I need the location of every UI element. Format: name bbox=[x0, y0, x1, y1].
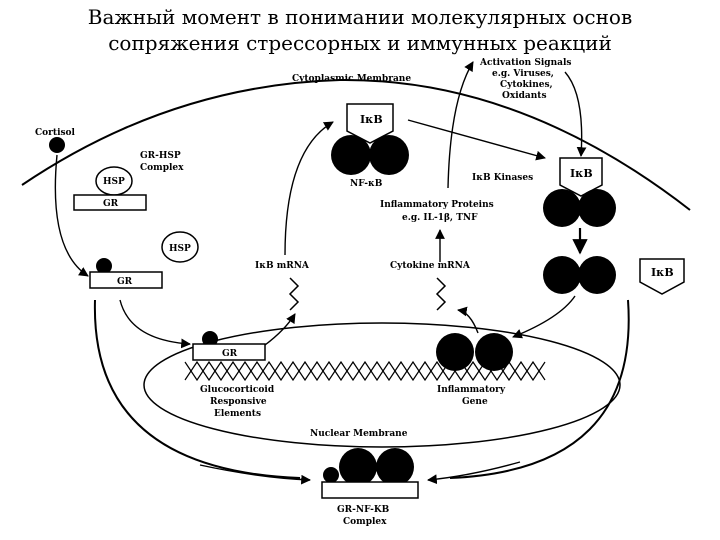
gr-nfkb-complex-line-2: Complex bbox=[343, 517, 387, 527]
arrow-cytokine-to-signals bbox=[447, 61, 474, 189]
arrow-gene-to-cytokine-mrna bbox=[457, 306, 479, 334]
complex-gr-box bbox=[321, 481, 419, 499]
inflammatory-gene-line-1: Inflammatory bbox=[437, 385, 506, 395]
hsp-free bbox=[161, 231, 199, 263]
ikb-right-label: IκB bbox=[570, 167, 593, 180]
activation-signals-line-4: Oxidants bbox=[502, 91, 547, 101]
arrow-ikb-to-kinases bbox=[407, 119, 546, 161]
gr-activated-box bbox=[89, 271, 163, 289]
nfkb-top-subunit-1 bbox=[331, 135, 371, 175]
gr-bound-label: GR bbox=[103, 199, 119, 209]
arrow-cell-right-to-complex bbox=[427, 461, 521, 485]
ikb-top-label: IκB bbox=[360, 113, 383, 126]
arrow-cortisol-to-gr bbox=[54, 154, 89, 277]
pathway-arrows bbox=[54, 61, 588, 485]
ikb-mrna-squiggle bbox=[288, 277, 300, 311]
inflammatory-proteins-line-1: Inflammatory Proteins bbox=[380, 200, 494, 210]
inflammatory-proteins-line-2: e.g. IL-1β, TNF bbox=[402, 213, 478, 223]
ikb-released-label: IκB bbox=[651, 266, 674, 279]
dna-strand-1 bbox=[184, 360, 546, 382]
ikb-mrna-label: IκB mRNA bbox=[255, 261, 310, 271]
gre-line-3: Elements bbox=[214, 409, 261, 419]
gre-label: Glucocorticoid Responsive Elements bbox=[200, 385, 275, 419]
arrow-signals-to-kinases bbox=[564, 71, 587, 157]
gr-nuclear-label: GR bbox=[222, 349, 238, 359]
complex-nfkb-subunit-1 bbox=[339, 448, 377, 486]
gre-line-1: Glucocorticoid bbox=[200, 385, 275, 395]
arrow-cell-to-complex bbox=[199, 464, 311, 485]
cytoplasmic-membrane-label: Cytoplasmic Membrane bbox=[292, 74, 411, 84]
ikb-released-shape bbox=[639, 258, 685, 295]
nfkb-gene-subunit-1 bbox=[436, 333, 474, 371]
gr-hsp-line-1: GR-HSP bbox=[140, 151, 181, 161]
gr-bound-box bbox=[73, 194, 147, 211]
cytokine-mrna-label: Cytokine mRNA bbox=[390, 261, 471, 271]
nfkb-free-subunit-1 bbox=[543, 256, 581, 294]
gre-line-2: Responsive bbox=[210, 397, 267, 407]
gr-nuclear-box bbox=[192, 343, 266, 361]
nfkb-top-label: NF-κB bbox=[350, 179, 383, 189]
slide-title-line-1: Важный момент в понимании молекулярных о… bbox=[87, 5, 633, 29]
nfkb-free-subunit-2 bbox=[578, 256, 616, 294]
slide-title-line-2: сопряжения стрессорных и иммунных реакци… bbox=[108, 31, 612, 55]
complex-cortisol bbox=[323, 467, 339, 483]
gr-nfkb-complex-line-1: GR-NF-KB bbox=[337, 505, 390, 515]
cytokine-mrna-squiggle bbox=[435, 277, 447, 311]
gr-hsp-line-2: Complex bbox=[140, 163, 184, 173]
nfkb-top-subunit-2 bbox=[369, 135, 409, 175]
gr-activated-label: GR bbox=[117, 277, 133, 287]
slide-title: Важный момент в понимании молекулярных о… bbox=[0, 4, 720, 56]
arrow-ikb-mrna-to-ikb bbox=[284, 121, 334, 256]
activation-signals-line-2: e.g. Viruses, bbox=[492, 69, 554, 79]
activation-signals-label: Activation Signals e.g. Viruses, Cytokin… bbox=[479, 58, 571, 101]
cytoplasmic-membrane-line bbox=[21, 78, 691, 211]
nfkb-right-subunit-1 bbox=[543, 189, 581, 227]
inflammatory-gene-line-2: Gene bbox=[462, 397, 488, 407]
hsp-free-label: HSP bbox=[169, 244, 191, 254]
cell-outline-right bbox=[449, 299, 630, 479]
arrow-nfkb-to-gene bbox=[512, 295, 576, 339]
nuclear-membrane-label: Nuclear Membrane bbox=[310, 429, 408, 439]
inflammatory-proteins-label: Inflammatory Proteins e.g. IL-1β, TNF bbox=[380, 200, 494, 223]
ikb-kinases-label: IκB Kinases bbox=[472, 173, 533, 183]
cortisol-bound-nucleus bbox=[202, 331, 218, 347]
cortisol-bound-cytoplasm bbox=[96, 258, 112, 274]
arrow-gr-to-nucleus bbox=[119, 299, 191, 349]
inflammatory-gene-label: Inflammatory Gene bbox=[437, 385, 506, 407]
gr-nfkb-complex-label: GR-NF-KB Complex bbox=[337, 505, 390, 527]
arrow-mrna-to-ikb-mrna bbox=[264, 313, 296, 346]
hsp-bound-label: HSP bbox=[103, 177, 125, 187]
gr-hsp-complex-label: GR-HSP Complex bbox=[140, 151, 184, 173]
activation-signals-line-1: Activation Signals bbox=[479, 58, 571, 68]
cortisol-label: Cortisol bbox=[35, 128, 76, 138]
nfkb-right-subunit-2 bbox=[578, 189, 616, 227]
cortisol-molecule bbox=[49, 137, 65, 153]
nuclear-membrane-ellipse bbox=[143, 322, 621, 448]
nfkb-gene-subunit-2 bbox=[475, 333, 513, 371]
activation-signals-line-3: Cytokines, bbox=[500, 80, 553, 90]
cell-outline bbox=[93, 299, 301, 479]
complex-nfkb-subunit-2 bbox=[376, 448, 414, 486]
